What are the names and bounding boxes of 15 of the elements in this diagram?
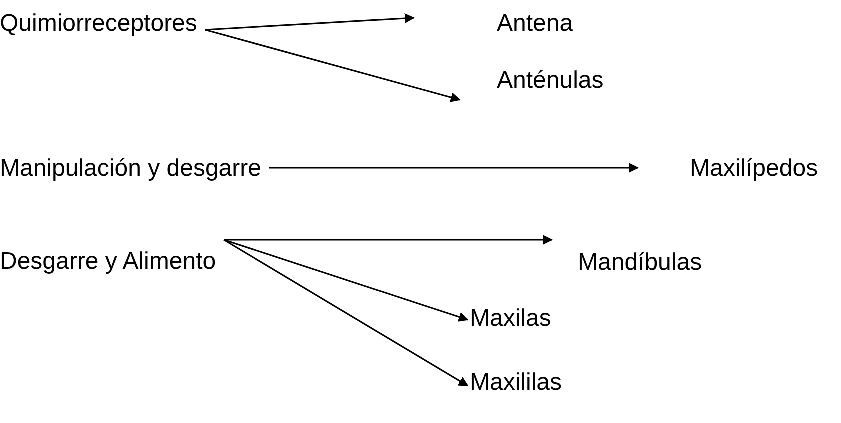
- text-label: Anténulas: [497, 67, 604, 95]
- text-label: Maxilípedos: [690, 155, 818, 183]
- text-label: Desgarre y Alimento: [0, 248, 216, 276]
- arrow: [269, 163, 639, 173]
- arrow: [224, 239, 469, 322]
- text-label: Antena: [497, 10, 574, 38]
- arrow: [224, 239, 469, 387]
- text-label: Maxililas: [470, 369, 562, 397]
- text-label: Quimiorreceptores: [0, 10, 198, 38]
- arrow: [224, 235, 553, 245]
- text-label: Mandíbulas: [578, 249, 702, 277]
- arrow: [205, 14, 415, 31]
- text-label: Manipulación y desgarre: [0, 155, 262, 183]
- text-label: Maxilas: [470, 305, 552, 333]
- arrow: [205, 29, 461, 102]
